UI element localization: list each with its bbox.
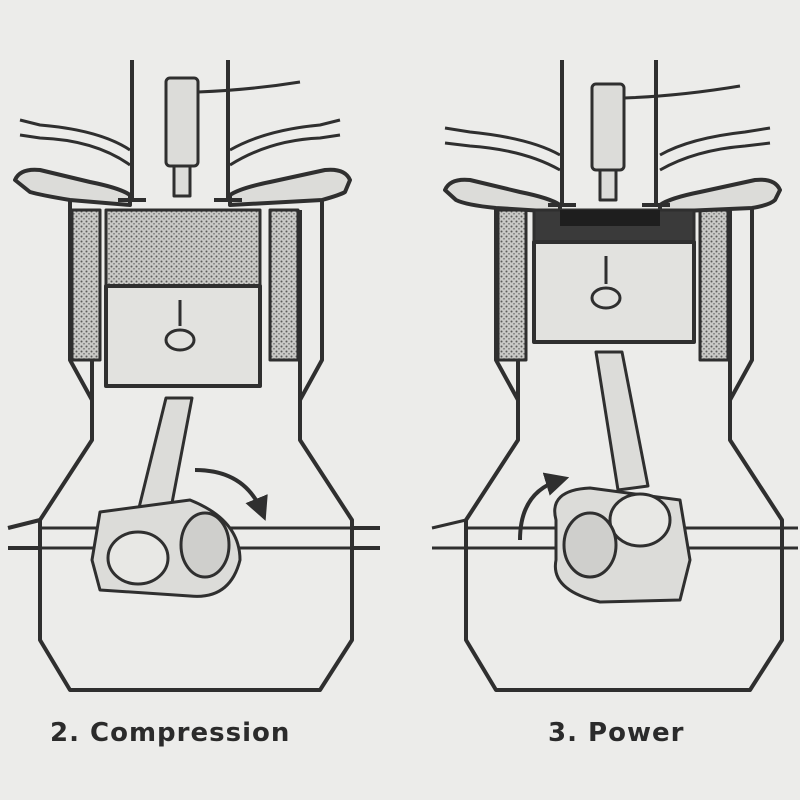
cylinder-jacket-left <box>496 208 528 362</box>
spark-plug-wire <box>623 84 741 100</box>
cylinder-jacket-right <box>698 208 730 362</box>
crankshaft-axis <box>7 518 380 550</box>
manifold <box>19 118 341 167</box>
wrist-pin <box>164 328 196 352</box>
compression-caption: 2. Compression <box>50 718 291 748</box>
spark-plug <box>590 82 626 172</box>
compression-engine <box>7 60 380 692</box>
crankshaft-pin <box>608 492 672 548</box>
rotation-arrow <box>194 468 268 521</box>
wrist-pin <box>590 286 622 310</box>
rotation-arrow <box>518 472 570 541</box>
power-engine <box>431 60 798 692</box>
spark-plug <box>164 76 200 168</box>
power-caption: 3. Power <box>548 718 685 748</box>
manifold <box>444 126 771 172</box>
cylinder-head <box>443 177 782 214</box>
compressed-charge <box>104 208 262 288</box>
crankshaft-pin <box>106 530 170 586</box>
cylinder-jacket-right <box>268 208 300 362</box>
cylinder-jacket-left <box>70 208 102 362</box>
cylinder-head <box>13 167 352 207</box>
connecting-rod <box>594 350 650 492</box>
spark-plug-wire <box>197 80 301 94</box>
